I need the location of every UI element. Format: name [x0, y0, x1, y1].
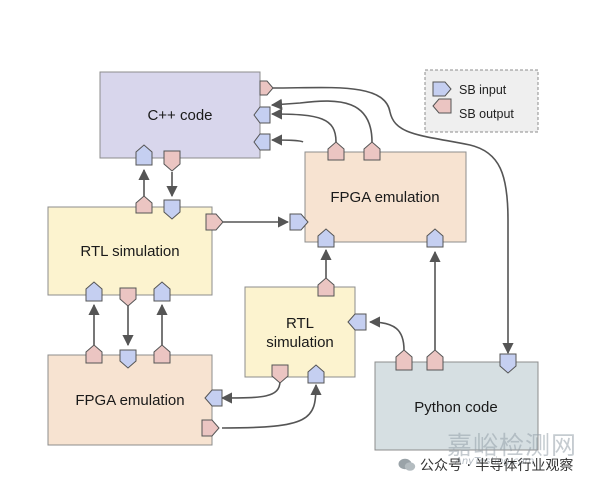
sb-output-icon — [363, 141, 381, 161]
wire-cpp-to-python — [272, 86, 514, 355]
wechat-icon — [398, 458, 416, 472]
sb-input-icon — [85, 281, 103, 302]
wire-fpgatop-to-cpp-1 — [270, 108, 337, 143]
sb-output-icon — [163, 150, 181, 172]
sb-input-icon — [499, 353, 517, 374]
wire-fpgabottom-to-rtlsmall — [221, 383, 322, 429]
sb-output-icon — [259, 80, 274, 96]
sb-input-icon — [253, 133, 271, 151]
python-code-label: Python code — [414, 399, 497, 416]
wechat-caption: 公众号 · 半导体行业观察 — [398, 455, 573, 475]
python-code-block: Python code — [374, 361, 539, 451]
legend: SB input SB output — [424, 69, 539, 133]
sb-input-icon — [289, 213, 309, 231]
watermark-sub: AnyTesting.com — [455, 456, 535, 467]
legend-input-label: SB input — [459, 83, 507, 97]
sb-output-icon — [395, 349, 413, 371]
sb-output-icon — [85, 344, 103, 364]
sb-input-icon — [317, 228, 335, 248]
sb-input-icon — [426, 228, 444, 248]
rtl-small-label-line2: simulation — [266, 334, 334, 351]
sb-output-icon — [271, 364, 289, 384]
sb-input-icon — [163, 199, 181, 220]
ports — [85, 80, 517, 437]
sb-output-icon — [135, 195, 153, 214]
wechat-caption-text: 公众号 · 半导体行业观察 — [420, 458, 574, 474]
wire-python-to-rtlsmall — [368, 316, 405, 351]
fpga-emulation-bottom-label: FPGA emulation — [75, 392, 184, 409]
fpga-emulation-bottom-block: FPGA emulation — [47, 354, 213, 446]
rtl-simulation-label: RTL simulation — [80, 243, 179, 260]
rtl-simulation-block: RTL simulation — [47, 206, 213, 296]
sb-input-icon — [153, 281, 171, 302]
fpga-emulation-top-label: FPGA emulation — [330, 189, 439, 206]
legend-output-label: SB output — [459, 107, 514, 121]
wire-fpgatop-to-cpp-3 — [270, 134, 304, 146]
cpp-block: C++ code — [99, 71, 261, 159]
sb-output-icon — [119, 287, 137, 307]
rtl-simulation-small-block: RTL simulation — [244, 286, 356, 378]
sb-output-icon — [317, 277, 335, 297]
sb-input-icon — [253, 106, 271, 124]
sb-output-icon — [201, 419, 220, 437]
sb-input-icon — [347, 313, 367, 331]
rtl-small-label-line1: RTL — [286, 315, 314, 332]
sb-input-icon — [204, 389, 223, 407]
sb-output-icon — [327, 141, 345, 161]
legend-sb-input-icon — [432, 81, 452, 97]
sb-input-icon — [307, 364, 325, 384]
sb-output-icon — [205, 213, 224, 231]
wire-fpgatop-to-cpp-2 — [270, 98, 373, 143]
sb-input-icon — [119, 349, 137, 369]
sb-input-icon — [135, 144, 153, 166]
sb-output-icon — [426, 349, 444, 371]
watermark-main: 嘉峪检测网 — [447, 431, 578, 460]
wire-rtlsmall-to-fpgabottom — [220, 380, 281, 404]
connections — [88, 86, 514, 429]
cpp-label: C++ code — [147, 107, 212, 124]
sb-output-icon — [153, 344, 171, 364]
fpga-emulation-top-block: FPGA emulation — [304, 151, 467, 243]
legend-sb-output-icon — [432, 98, 452, 114]
